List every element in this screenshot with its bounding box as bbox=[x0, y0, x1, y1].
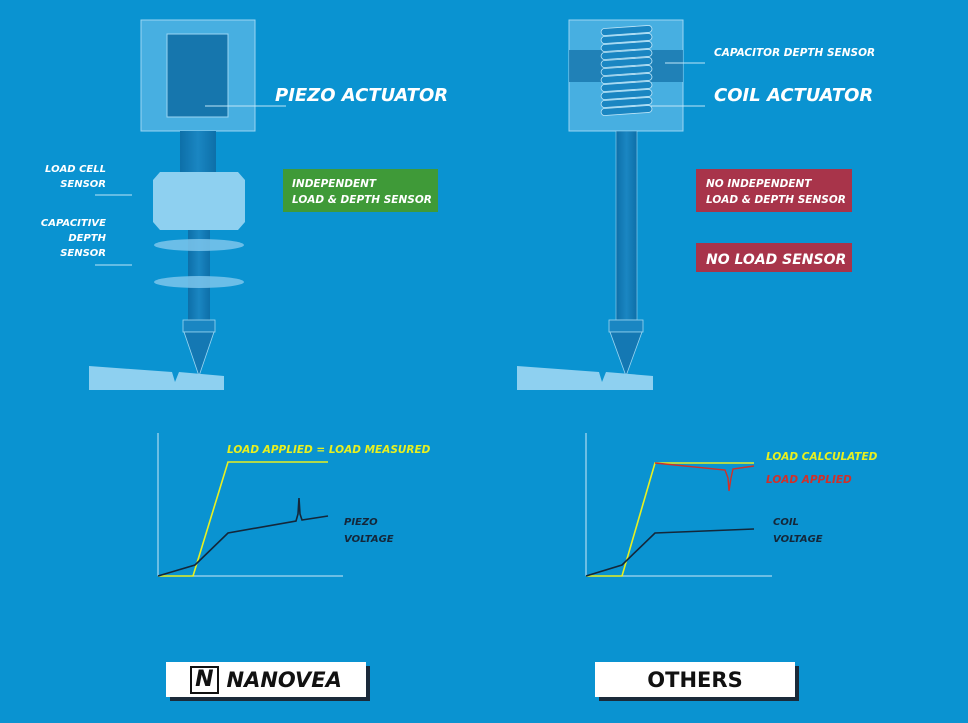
load-cell-label-1: LOAD CELL bbox=[45, 164, 106, 175]
coil-actuator-label: COIL ACTUATOR bbox=[714, 85, 873, 106]
nanovea-label: NANOVEA bbox=[226, 667, 342, 692]
capacitive-label-1: CAPACITIVE bbox=[41, 218, 106, 229]
sample bbox=[517, 366, 653, 390]
no-independent-line-1: NO INDEPENDENT bbox=[706, 178, 812, 190]
no-independent-line-2: LOAD & DEPTH SENSOR bbox=[706, 194, 846, 206]
capacitive-label-2: DEPTH bbox=[68, 233, 106, 244]
load-applied-line bbox=[654, 462, 755, 492]
piezo-actuator-label: PIEZO ACTUATOR bbox=[275, 85, 448, 106]
load-cell bbox=[153, 172, 245, 230]
others-label: OTHERS bbox=[647, 667, 743, 692]
load-applied-label: LOAD APPLIED bbox=[766, 474, 852, 486]
tip-holder bbox=[182, 319, 216, 333]
coil-voltage-label-2: VOLTAGE bbox=[773, 534, 823, 545]
load-calculated-line bbox=[586, 462, 754, 577]
load-applied-measured-label: LOAD APPLIED = LOAD MEASURED bbox=[227, 444, 431, 456]
nanovea-button[interactable]: N NANOVEA bbox=[166, 662, 366, 697]
independent-sensor-box bbox=[283, 169, 438, 212]
capacitive-plate-top bbox=[154, 239, 244, 251]
piezo-graph bbox=[157, 433, 343, 577]
others-button[interactable]: OTHERS bbox=[595, 662, 795, 697]
coil-voltage-label-1: COIL bbox=[773, 517, 799, 528]
coil-voltage-line bbox=[585, 528, 755, 577]
capacitive-plate-bottom bbox=[154, 276, 244, 288]
independent-line-1: INDEPENDENT bbox=[292, 178, 377, 190]
no-independent-sensor-box bbox=[696, 169, 852, 212]
piezo-instrument bbox=[89, 19, 286, 390]
sample bbox=[89, 366, 224, 390]
load-calculated-label: LOAD CALCULATED bbox=[766, 451, 878, 463]
independent-line-2: LOAD & DEPTH SENSOR bbox=[292, 194, 432, 206]
tip-holder bbox=[608, 319, 644, 333]
no-load-sensor-label: NO LOAD SENSOR bbox=[706, 252, 846, 268]
capacitor-depth-sensor-label: CAPACITOR DEPTH SENSOR bbox=[714, 47, 875, 59]
piezo-voltage-label-1: PIEZO bbox=[344, 517, 378, 528]
no-load-sensor-box bbox=[696, 243, 852, 272]
rod bbox=[615, 130, 638, 321]
load-cell-label-2: SENSOR bbox=[60, 179, 106, 190]
capacitive-label-3: SENSOR bbox=[60, 248, 106, 259]
coil bbox=[600, 25, 653, 116]
indenter-tip bbox=[609, 331, 643, 378]
piezo-voltage-label-2: VOLTAGE bbox=[344, 534, 394, 545]
nanovea-logo: N bbox=[190, 665, 219, 694]
upper-rod bbox=[180, 131, 216, 173]
piezo-element bbox=[166, 33, 229, 118]
coil-instrument bbox=[517, 19, 705, 390]
piezo-voltage-line bbox=[157, 497, 329, 577]
coil-graph bbox=[585, 433, 772, 577]
indenter-tip bbox=[183, 331, 215, 378]
load-line bbox=[158, 461, 328, 577]
